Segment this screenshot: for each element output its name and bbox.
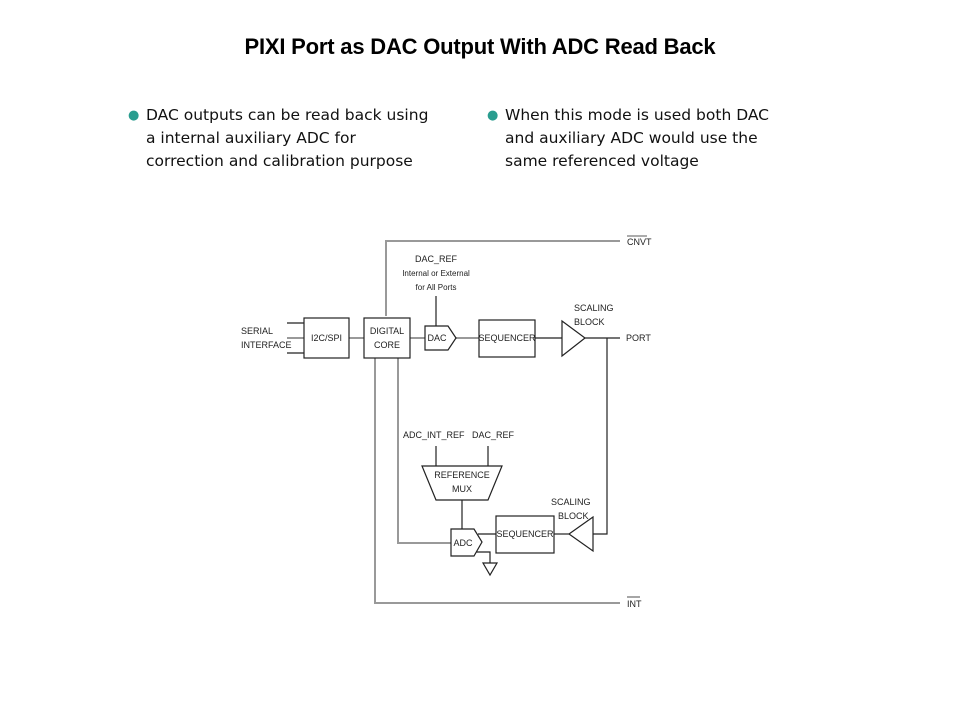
dac-label: DAC [427, 333, 447, 343]
i2c-spi-block [303, 317, 350, 359]
sequencer-top-block [478, 319, 536, 358]
bullet-list-left: ● DAC outputs can be read back using a i… [128, 104, 468, 173]
adc-ground-line [474, 551, 491, 563]
bullet-dot-icon: ● [487, 108, 499, 123]
bullet-text: DAC outputs can be read back using a int… [146, 106, 429, 170]
int-line [374, 358, 620, 604]
i2c-spi-label: I2C/SPI [311, 333, 342, 343]
adc-block [450, 528, 483, 557]
cnvt-label: CNVT [627, 237, 652, 247]
port-label: PORT [626, 333, 651, 343]
scaling-top-triangle [561, 319, 586, 358]
dac-ref-label-2: Internal or External [402, 269, 470, 278]
bullet-list-right: ● When this mode is used both DAC and au… [487, 104, 817, 173]
bullet-text: When this mode is used both DAC and auxi… [505, 106, 770, 170]
serial-label-1: SERIAL [241, 326, 273, 336]
int-label: INT [627, 599, 642, 609]
dac-ref-mux-label: DAC_REF [472, 430, 515, 440]
digital-core-label-1: DIGITAL [370, 326, 404, 336]
scaling-bottom-label-2: BLOCK [558, 511, 589, 521]
adc-int-ref-label: ADC_INT_REF [403, 430, 465, 440]
ref-mux-label-1: REFERENCE [434, 470, 490, 480]
cnvt-line [385, 240, 620, 316]
digital-core-block [363, 317, 411, 359]
bullet-item: ● When this mode is used both DAC and au… [487, 104, 817, 173]
slide-title: PIXI Port as DAC Output With ADC Read Ba… [244, 34, 716, 59]
sequencer-bottom-label: SEQUENCER [496, 529, 554, 539]
bullet-item: ● DAC outputs can be read back using a i… [128, 104, 468, 173]
sequencer-bottom-block [495, 515, 555, 554]
scaling-top-label-2: BLOCK [574, 317, 605, 327]
adc-label: ADC [453, 538, 473, 548]
scaling-bottom-triangle [567, 515, 594, 553]
bullet-dot-icon: ● [128, 108, 140, 123]
serial-label-2: INTERFACE [241, 340, 292, 350]
scaling-bottom-label-1: SCALING [551, 497, 591, 507]
feedback-line [593, 338, 608, 535]
scaling-top-label-1: SCALING [574, 303, 614, 313]
digital-core-label-2: CORE [374, 340, 400, 350]
dac-ref-label-1: DAC_REF [415, 254, 458, 264]
reference-mux-block [421, 465, 503, 501]
dac-ref-label-3: for All Ports [416, 283, 457, 292]
core-adc-line [397, 358, 451, 544]
dac-block [424, 325, 457, 351]
sequencer-top-label: SEQUENCER [478, 333, 536, 343]
ground-icon [481, 562, 499, 577]
ref-mux-label-2: MUX [452, 484, 472, 494]
